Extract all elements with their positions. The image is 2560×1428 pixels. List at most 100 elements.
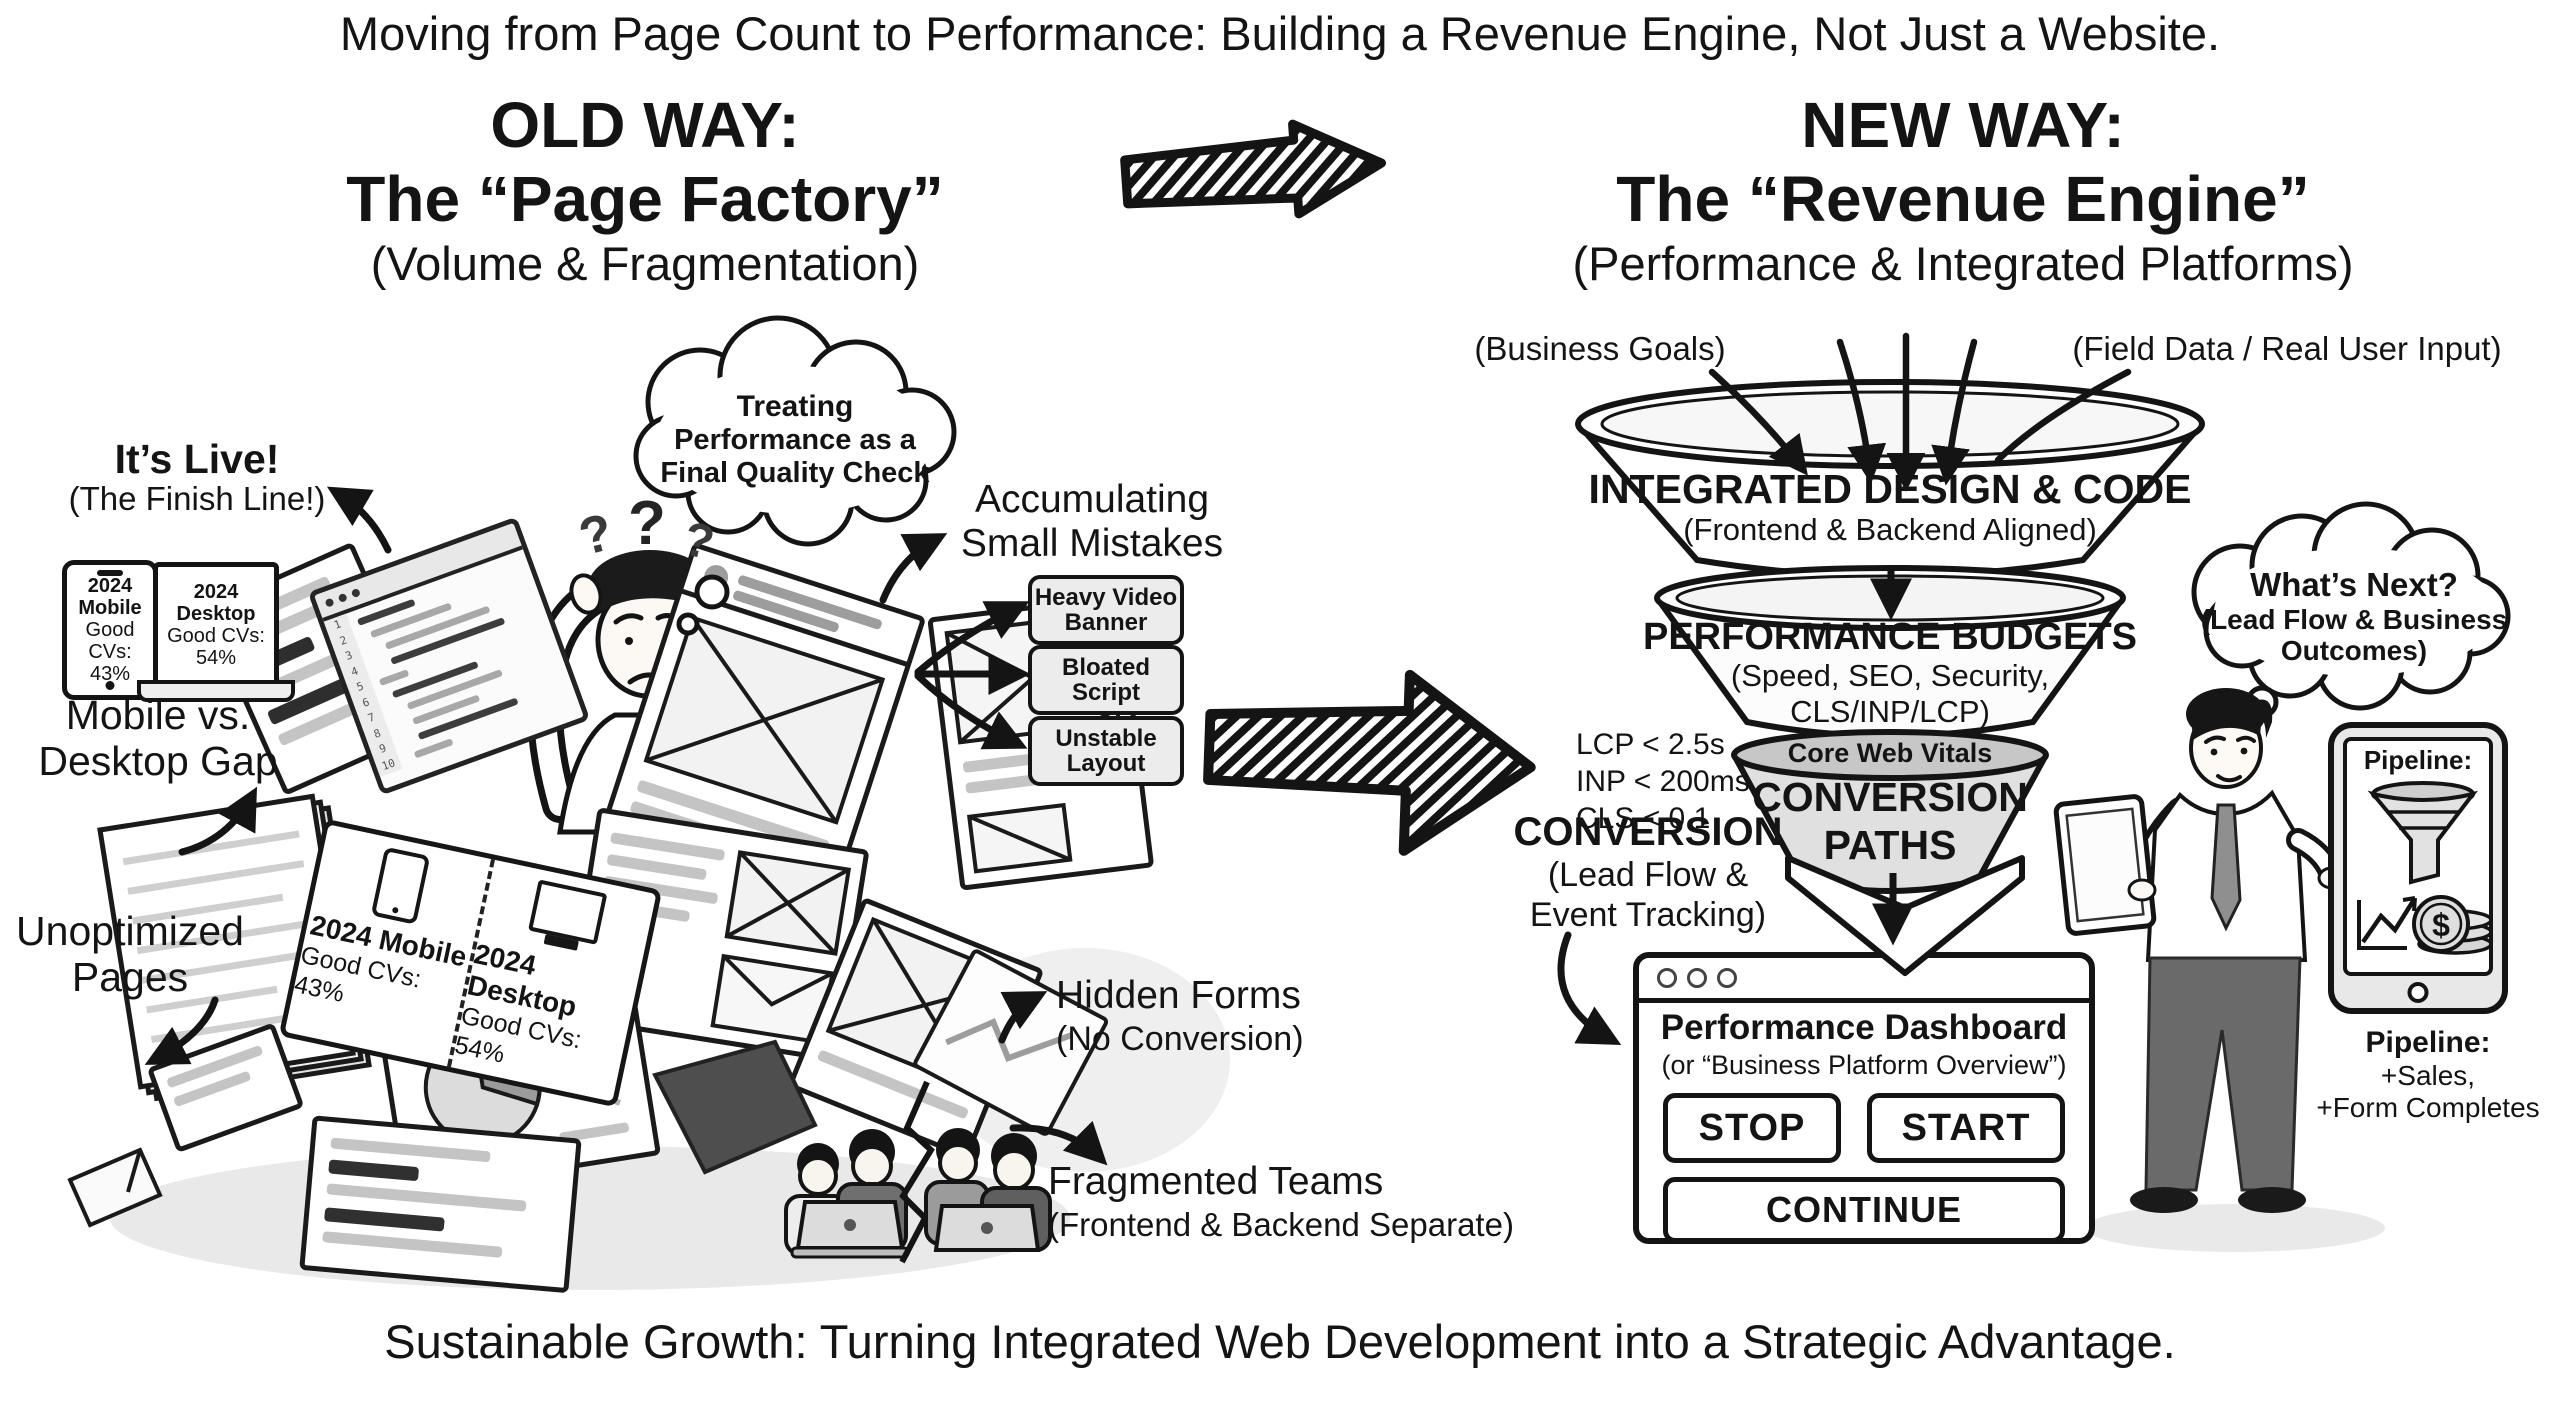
funnel-tier1-title: INTEGRATED DESIGN & CODE — [1588, 466, 2192, 512]
funnel-tier3-band-label: Core Web Vitals — [1787, 738, 1993, 768]
accumulating-label-line2: Small Mistakes — [960, 522, 1224, 565]
thought-bubble-icon — [676, 612, 700, 636]
coins-icon: $ — [2412, 895, 2489, 955]
window-dot-icon — [350, 587, 361, 599]
tablet-home-button-icon — [2407, 982, 2429, 1003]
funnel-tier2-title: PERFORMANCE BUDGETS — [1642, 616, 2138, 658]
man-shadow — [2085, 1204, 2385, 1252]
funnel-spout-chevron — [1785, 855, 2025, 976]
window-dot-icon — [324, 597, 335, 608]
new-way-subheading: (Performance & Integrated Platforms) — [1572, 237, 2354, 290]
dollar-icon: $ — [2432, 907, 2450, 943]
funnel-tier2-subtitle-line2: CLS/INP/LCP) — [1790, 694, 1990, 729]
old-way-heading: OLD WAY: — [490, 89, 800, 161]
thought-cloud-left — [633, 315, 957, 636]
chart-axis-icon — [2357, 900, 2407, 950]
gap-label: Mobile vs. — [65, 692, 251, 738]
pipeline-icons: $ — [2357, 781, 2489, 955]
desktop-score-card: 2024 Desktop Good CVs: 54% — [153, 562, 279, 688]
revenue-funnel — [1575, 332, 2205, 894]
dashboard-header — [1639, 958, 2089, 1003]
metric-cls: CLS < 0.1 — [1576, 802, 1711, 835]
pipeline-caption-title: Pipeline: — [2365, 1026, 2491, 1059]
hidden-forms-sublabel: (No Conversion) — [1056, 1020, 1304, 1058]
phone-speaker-icon — [97, 570, 123, 576]
cloud-text-line3: Final Quality Check — [660, 457, 930, 489]
mistake-box-bloated-script: Bloated Script — [1028, 645, 1184, 715]
annotation-arrows — [144, 486, 1108, 1166]
its-live-label: It’s Live! — [114, 436, 280, 482]
accumulating-arrow — [879, 533, 948, 604]
new-way-heading: NEW WAY: — [1801, 89, 2125, 161]
question-mark-icon: ? — [628, 489, 666, 558]
start-button[interactable]: START — [1867, 1093, 2065, 1163]
its-live-sublabel: (The Finish Line!) — [68, 480, 326, 517]
mobile-score-card: 2024 Mobile Good CVs: 43% — [62, 560, 158, 700]
window-dot-icon — [1717, 968, 1737, 988]
unoptimized-arrow — [144, 996, 219, 1065]
pipeline-screen-title: Pipeline: — [2363, 745, 2473, 775]
mistake-box-unstable-layout: Unstable Layout — [1028, 716, 1184, 786]
funnel-tier2-subtitle: (Speed, SEO, Security, — [1730, 658, 2050, 693]
bottom-title: Sustainable Growth: Turning Integrated W… — [384, 1315, 2176, 1368]
top-title: Moving from Page Count to Performance: B… — [339, 7, 2221, 60]
tie — [2210, 803, 2242, 932]
fragmented-teams-figures — [784, 1080, 1052, 1264]
mobile-card-line: Good — [85, 619, 135, 641]
window-dot-icon — [337, 592, 348, 603]
phone-icon — [370, 846, 431, 925]
old-way-heading-line2: The “Page Factory” — [346, 163, 944, 235]
monitor-icon — [528, 879, 608, 945]
thought-cloud-right — [2191, 501, 2511, 740]
gap-arrow — [178, 786, 258, 856]
conversion-sublabel-line2: Event Tracking) — [1529, 896, 1767, 934]
pipeline-caption-forms: +Form Completes — [2316, 1092, 2540, 1123]
team-crack-line — [899, 1080, 935, 1264]
funnel-input-field-data: (Field Data / Real User Input) — [2072, 330, 2502, 367]
top-transition-arrow — [1120, 119, 1387, 219]
mistake-box-heavy-video: Heavy Video Banner — [1028, 575, 1184, 645]
performance-dashboard-window: Performance Dashboard (or “Business Plat… — [1633, 952, 2095, 1244]
funnel-tier3-title-line2: PATHS — [1823, 822, 1957, 868]
conversion-sublabel: (Lead Flow & — [1547, 856, 1749, 894]
window-dot-icon — [1687, 968, 1707, 988]
continue-button[interactable]: CONTINUE — [1663, 1177, 2065, 1243]
dashboard-title: Performance Dashboard — [1660, 1008, 2068, 1047]
businessman-figure — [2053, 688, 2361, 1213]
accumulating-label: Accumulating — [974, 478, 1210, 521]
funnel-tier1-subtitle: (Frontend & Backend Aligned) — [1683, 512, 2097, 547]
metric-lcp: LCP < 2.5s — [1576, 728, 1725, 761]
desktop-card-line: 54% — [195, 647, 237, 669]
dashboard-subtitle: (or “Business Platform Overview”) — [1661, 1050, 2067, 1080]
fragmented-teams-label: Fragmented Teams — [1048, 1160, 1384, 1203]
desktop-card-line: Good CVs: — [167, 625, 265, 647]
conversion-label: CONVERSION — [1513, 810, 1783, 854]
trousers — [2144, 956, 2302, 1192]
funnel-tier3-title: CONVERSION — [1752, 774, 2028, 820]
old-way-subheading: (Volume & Fragmentation) — [370, 237, 920, 290]
cloud-text-line2: Performance as a — [674, 424, 916, 456]
hidden-forms-label: Hidden Forms — [1056, 974, 1301, 1017]
unoptimized-label: Unoptimized — [16, 908, 244, 954]
core-web-vitals-metrics: LCP < 2.5s INP < 200ms CLS < 0.1 — [1576, 726, 1750, 837]
fragmented-arrow — [1009, 1120, 1108, 1166]
pipeline-caption-sales: +Sales, — [2380, 1060, 2476, 1091]
gap-label-line2: Desktop Gap — [38, 738, 278, 784]
tablet — [2053, 794, 2157, 936]
metric-inp: INP < 200ms — [1576, 765, 1750, 798]
thought-bubble-icon — [694, 574, 730, 610]
desktop-card-line: 2024 — [193, 581, 239, 603]
stop-button[interactable]: STOP — [1663, 1093, 1841, 1163]
pipeline-tablet: Pipeline: $ — [2328, 722, 2508, 1014]
desktop-card-line: Desktop — [176, 603, 256, 625]
whats-next-sublabel: (Lead Flow & Business — [2200, 604, 2508, 635]
funnel-input-business-goals: (Business Goals) — [1474, 330, 1726, 367]
window-dot-icon — [1657, 968, 1677, 988]
laptop-base-icon — [137, 680, 295, 702]
its-live-arrow — [326, 486, 392, 554]
cloud-text: Treating — [736, 390, 854, 423]
hidden-forms-arrow — [998, 991, 1048, 1044]
mobile-card-line: Mobile — [78, 597, 142, 619]
